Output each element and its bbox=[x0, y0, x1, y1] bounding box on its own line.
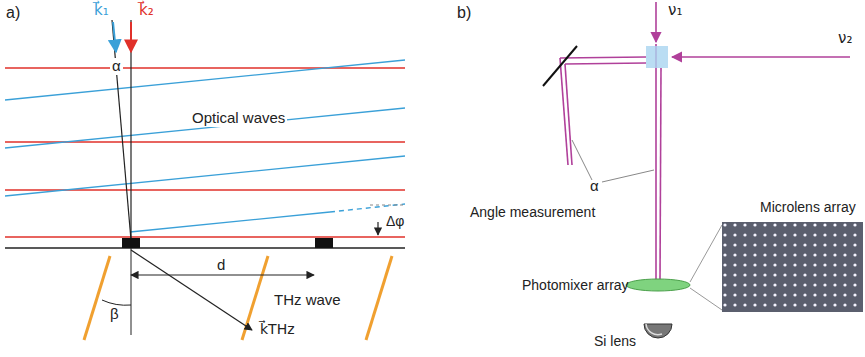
zoom-lines bbox=[690, 225, 722, 310]
lens-highlight bbox=[646, 324, 662, 335]
mirror bbox=[543, 46, 577, 86]
thz-wavefronts bbox=[84, 256, 392, 340]
panel-letter: b) bbox=[455, 4, 473, 22]
part-label: Angle measurement bbox=[468, 205, 597, 220]
wave-vector-label: k⃗₂ bbox=[137, 2, 156, 19]
part-label: Photomixer array bbox=[520, 278, 631, 293]
si-lens bbox=[644, 324, 672, 338]
photomixer-array bbox=[626, 279, 690, 291]
angle-label: α bbox=[110, 58, 123, 75]
wave-vectors bbox=[112, 20, 131, 240]
alpha-leaders bbox=[572, 140, 654, 182]
microlens-dots bbox=[722, 222, 863, 312]
beam-splitter bbox=[646, 46, 668, 68]
wave-vector-label: k⃗₁ bbox=[92, 2, 111, 19]
part-label: Si lens bbox=[592, 334, 638, 349]
region-label: Optical waves bbox=[190, 110, 287, 127]
panel-letter: a) bbox=[4, 4, 22, 22]
region-label: THz wave bbox=[272, 292, 343, 309]
distance-label: d bbox=[215, 257, 227, 274]
angle-label: β bbox=[108, 306, 121, 323]
phase-label: Δφ bbox=[384, 214, 406, 229]
part-label: Microlens array bbox=[758, 200, 858, 215]
emitter-array bbox=[5, 238, 405, 248]
angle-label: α bbox=[588, 178, 601, 195]
wave-vector-label: k⃗THz bbox=[258, 322, 297, 337]
frequency-label: ν₁ bbox=[666, 2, 684, 19]
microlens-photo bbox=[722, 222, 863, 312]
optical-wavefronts bbox=[5, 60, 405, 237]
frequency-label: ν₂ bbox=[836, 30, 854, 47]
